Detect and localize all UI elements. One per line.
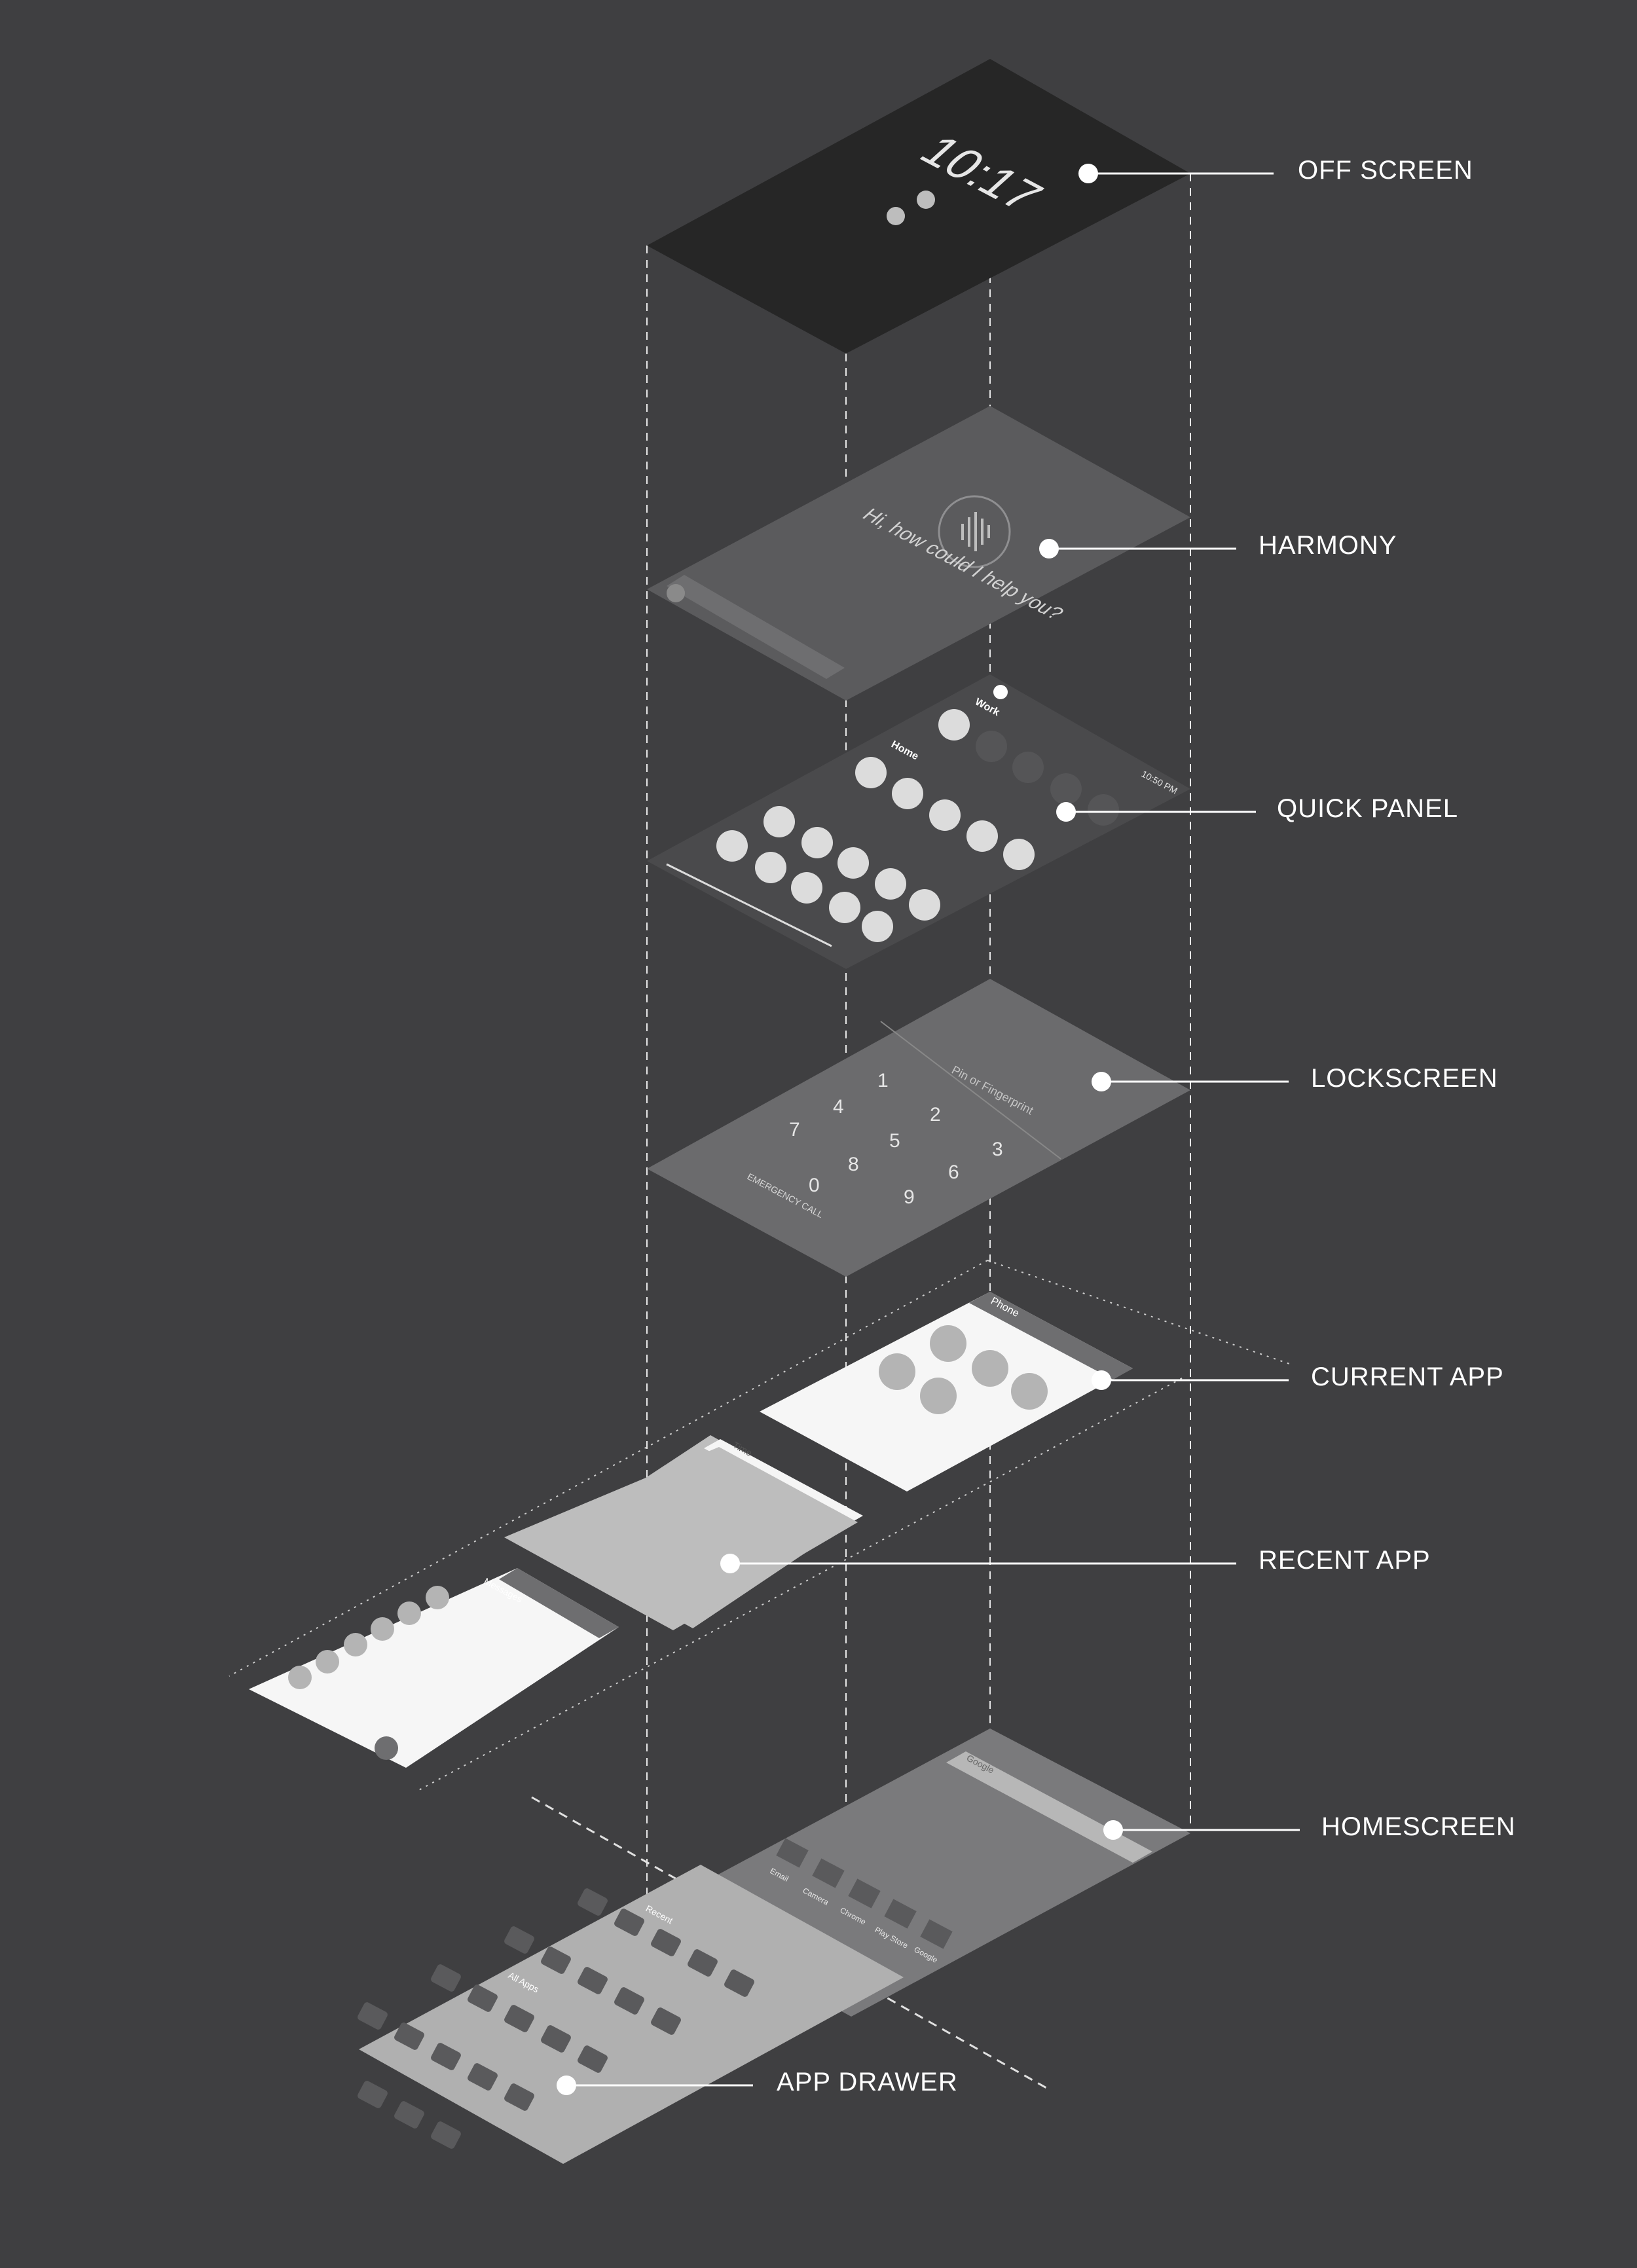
quick-panel-layer: Work Home 10:50 PM: [647, 674, 1190, 969]
harmony-layer: Hi, how could I help you?: [647, 406, 1190, 701]
leader-app-drawer: APP DRAWER: [557, 2068, 958, 2096]
svg-text:0: 0: [809, 1175, 820, 1196]
app-drawer-app-icon: [504, 1926, 534, 1954]
app-drawer-app-icon: [431, 1964, 461, 1992]
leader-current-app: CURRENT APP: [1092, 1363, 1504, 1391]
app-drawer-app-icon: [578, 1888, 608, 1916]
svg-text:6: 6: [948, 1161, 959, 1183]
harmony-back-icon: [667, 584, 685, 602]
brightness-slider: [666, 863, 832, 947]
label-lockscreen: LOCKSCREEN: [1311, 1064, 1498, 1093]
leader-lockscreen: LOCKSCREEN: [1092, 1064, 1498, 1093]
app-drawer-app-icon: [578, 1967, 608, 1994]
svg-text:3: 3: [992, 1139, 1003, 1160]
app-drawer-app-icon: [468, 1985, 498, 2012]
label-harmony: HARMONY: [1259, 531, 1397, 560]
lockscreen-layer: Pin or Fingerprint 1 2 3 4 5 6 7 8 9 0 E…: [647, 979, 1190, 1277]
label-recent-app: RECENT APP: [1259, 1546, 1431, 1575]
label-app-drawer: APP DRAWER: [777, 2068, 958, 2096]
label-current-app: CURRENT APP: [1311, 1363, 1504, 1391]
app-drawer-app-icon: [394, 2022, 424, 2050]
leader-recent-app: RECENT APP: [720, 1546, 1431, 1575]
app-drawer-layer: Recent All Apps: [358, 1865, 904, 2164]
svg-text:8: 8: [848, 1154, 859, 1175]
app-drawer-app-icon: [614, 1987, 644, 2015]
app-drawer-app-icon: [578, 2045, 608, 2073]
message-avatars: [288, 1586, 449, 1689]
current-app-layer: Phone: [760, 1292, 1133, 1491]
app-drawer-app-icon: [541, 1947, 571, 1974]
settings-gear-icon: [993, 685, 1008, 699]
quick-toggle-grid: [716, 709, 1119, 942]
app-drawer-app-icon: [358, 2002, 388, 2030]
message-icon: [917, 191, 935, 209]
off-screen-layer: 10:17: [647, 59, 1190, 354]
app-drawer-app-icon: [431, 2121, 461, 2149]
recent-app-messages: Messages: [249, 1568, 619, 1768]
recent-calendar-body: [504, 1447, 858, 1630]
leader-homescreen: HOMESCREEN: [1103, 1812, 1516, 1841]
homescreen-app-icons: [776, 1838, 953, 1949]
app-drawer-app-icon: [394, 2101, 424, 2129]
app-drawer-app-icon: [468, 2063, 498, 2091]
harmony-mic-icon: [938, 495, 1011, 568]
favorite-contacts: [879, 1325, 1048, 1414]
app-drawer-icons: [358, 1888, 754, 2149]
app-drawer-app-icon: [651, 1929, 681, 1956]
recent-app-guides: [229, 1260, 1294, 1791]
svg-text:9: 9: [904, 1186, 915, 1208]
app-drawer-app-icon: [724, 1969, 754, 1997]
svg-text:7: 7: [789, 1119, 800, 1141]
compose-button: [375, 1736, 398, 1760]
app-drawer-app-icon: [431, 2043, 461, 2070]
pin-keypad: 1 2 3 4 5 6 7 8 9 0: [789, 1070, 1003, 1208]
label-homescreen: HOMESCREEN: [1321, 1812, 1516, 1841]
notification-icon: [887, 207, 905, 225]
voice-wave-icon: [961, 512, 990, 551]
svg-text:1: 1: [877, 1070, 889, 1091]
app-drawer-app-icon: [651, 2007, 681, 2035]
leader-off-screen: OFF SCREEN: [1078, 156, 1473, 185]
label-quick-panel: QUICK PANEL: [1277, 794, 1458, 823]
app-drawer-app-icon: [504, 2005, 534, 2032]
leader-quick-panel: QUICK PANEL: [1056, 794, 1458, 823]
leader-harmony: HARMONY: [1039, 531, 1397, 560]
svg-text:5: 5: [889, 1130, 900, 1152]
svg-text:2: 2: [930, 1104, 941, 1125]
svg-text:4: 4: [833, 1096, 844, 1118]
label-off-screen: OFF SCREEN: [1298, 156, 1473, 185]
app-drawer-app-icon: [688, 1949, 718, 1977]
drawer-guide: [531, 1796, 1048, 2090]
app-drawer-app-icon: [614, 1909, 644, 1936]
app-drawer-app-icon: [541, 2025, 571, 2053]
app-drawer-app-icon: [358, 2081, 388, 2108]
app-drawer-app-icon: [504, 2083, 534, 2111]
